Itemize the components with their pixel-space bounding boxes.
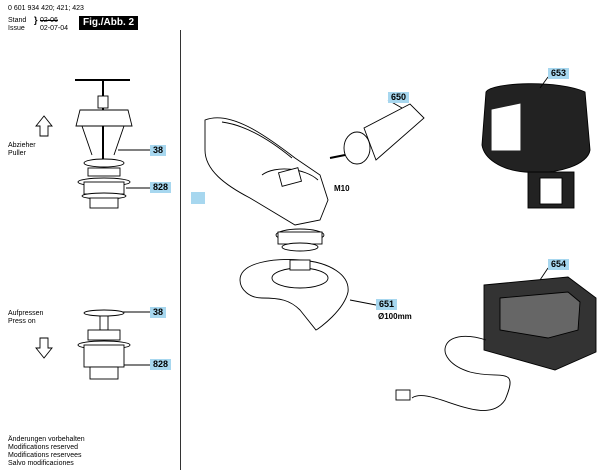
- puller-label-de: Abzieher: [8, 142, 36, 149]
- press-label-en: Press on: [8, 318, 36, 325]
- puller-label-en: Puller: [8, 150, 26, 157]
- position-marker: [191, 192, 205, 204]
- footer-line-es: Salvo modificaciones: [8, 460, 74, 467]
- ref-tag-charger: 654: [548, 259, 570, 270]
- figure-badge: Fig./Abb. 2: [79, 16, 139, 30]
- spindle-assembly-bottom: [77, 309, 131, 380]
- ref-tag-38-bottom: 38: [150, 307, 167, 318]
- issue-date: 02-07-04: [40, 25, 69, 32]
- footer-line-de: Änderungen vorbehalten: [8, 436, 85, 443]
- issue-label: Issue: [8, 25, 25, 32]
- footer-line-fr: Modifications reservees: [8, 452, 82, 459]
- angle-grinder-illustration: [204, 117, 329, 252]
- side-handle-illustration: [329, 103, 425, 165]
- puller-tool-illustration: [75, 79, 133, 168]
- battery-pack-illustration: [481, 83, 591, 209]
- brace-mark: }: [34, 15, 38, 25]
- date-struck: 02-06: [40, 17, 58, 24]
- stand-label: Stand: [8, 17, 27, 24]
- spindle-assembly-top: [77, 167, 131, 209]
- ref-tag-guard: 651: [376, 299, 398, 310]
- down-arrow-icon: [35, 337, 53, 359]
- guard-diameter: Ø100mm: [378, 312, 412, 321]
- ref-tag-828-bottom: 828: [150, 359, 172, 370]
- ref-tag-828-top: 828: [150, 182, 172, 193]
- ref-tag-handle: 650: [388, 92, 410, 103]
- panel-divider: [180, 30, 181, 470]
- press-label-de: Aufpressen: [8, 310, 44, 317]
- footer-line-en: Modifications reserved: [8, 444, 79, 451]
- wheel-guard-illustration: [239, 259, 349, 331]
- charger-illustration: [395, 276, 597, 411]
- ref-tag-38-top: 38: [150, 145, 167, 156]
- thread-size: M10: [334, 184, 350, 193]
- up-arrow-icon: [35, 115, 53, 137]
- ref-tag-battery: 653: [548, 68, 570, 79]
- part-numbers: 0 601 934 420; 421; 423: [8, 5, 84, 12]
